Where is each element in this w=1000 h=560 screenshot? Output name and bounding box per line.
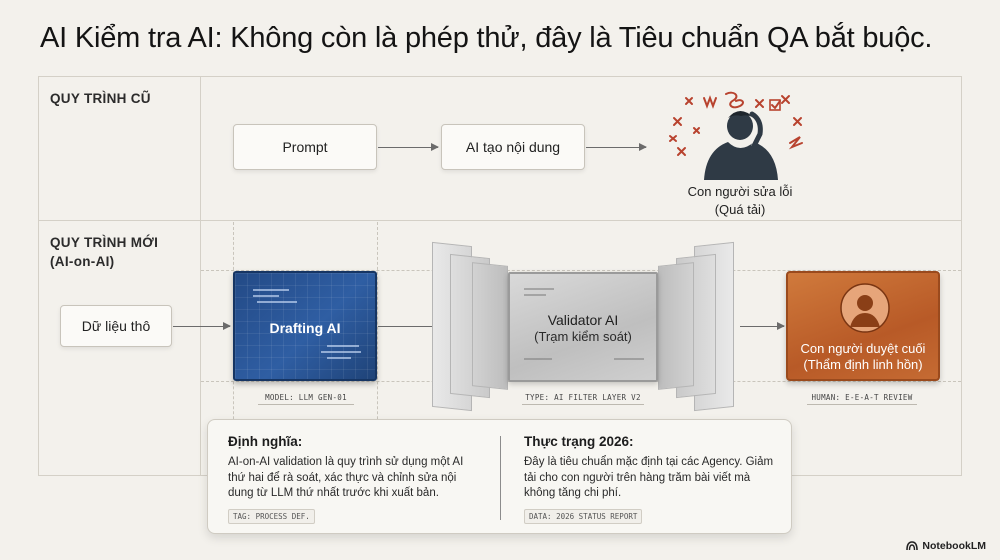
- definition-tag: TAG: PROCESS DEF.: [228, 509, 315, 524]
- human-tag: HUMAN: E-E-A-T REVIEW: [807, 393, 917, 405]
- ai-generate-box: AI tạo nội dung: [441, 124, 585, 170]
- stressed-person-icon: [669, 91, 803, 180]
- drafting-ai-card: Drafting AI: [233, 271, 377, 381]
- flow-arrow: [740, 322, 785, 330]
- validator-ai-sublabel: (Trạm kiểm soát): [534, 329, 632, 344]
- definition-column: Định nghĩa: AI-on-AI validation là quy t…: [228, 434, 483, 502]
- status-column: Thực trạng 2026: Đây là tiêu chuẩn mặc đ…: [524, 434, 779, 502]
- prompt-box: Prompt: [233, 124, 377, 170]
- human-review-sublabel: (Thẩm định linh hồn): [803, 357, 923, 372]
- new-process-label-line2: (AI-on-AI): [50, 254, 115, 269]
- notebooklm-icon: [906, 541, 919, 551]
- drafting-ai-label: Drafting AI: [269, 320, 341, 336]
- person-caption-line2: (Quá tải): [714, 202, 766, 217]
- flow-arrow: [173, 322, 231, 330]
- flow-arrow: [586, 143, 647, 151]
- brand-logo: NotebookLM: [906, 540, 986, 552]
- new-process-label: QUY TRÌNH MỚI (AI-on-AI): [50, 233, 158, 271]
- filter-panel: [658, 262, 694, 390]
- info-divider: [500, 436, 501, 520]
- info-card: Định nghĩa: AI-on-AI validation là quy t…: [207, 419, 792, 534]
- guide-line: [201, 270, 961, 271]
- status-heading: Thực trạng 2026:: [524, 434, 634, 449]
- human-review-card: Con người duyệt cuối (Thẩm định linh hồn…: [786, 271, 940, 381]
- status-tag: DATA: 2026 STATUS REPORT: [524, 509, 643, 524]
- drafting-tag: MODEL: LLM GEN-01: [258, 393, 354, 405]
- status-text: Đây là tiêu chuẩn mặc định tại các Agenc…: [524, 456, 774, 499]
- flow-arrow: [378, 143, 439, 151]
- guide-line: [377, 222, 378, 474]
- raw-data-box: Dữ liệu thô: [60, 305, 172, 347]
- person-caption: Con người sửa lỗi (Quá tải): [660, 183, 820, 219]
- frame-divider: [38, 220, 962, 221]
- definition-text: AI-on-AI validation là quy trình sử dụng…: [228, 456, 464, 499]
- page-title: AI Kiểm tra AI: Không còn là phép thử, đ…: [40, 22, 933, 54]
- human-avatar-icon: [840, 283, 890, 333]
- validator-ai-card: Validator AI (Trạm kiểm soát): [508, 272, 658, 382]
- old-process-label: QUY TRÌNH CŨ: [50, 91, 151, 106]
- validator-ai-label: Validator AI: [547, 312, 619, 328]
- person-caption-line1: Con người sửa lỗi: [687, 184, 793, 199]
- human-review-label: Con người duyệt cuối: [800, 341, 926, 356]
- validator-tag: TYPE: AI FILTER LAYER V2: [522, 393, 644, 405]
- frame-divider: [200, 76, 201, 476]
- definition-heading: Định nghĩa:: [228, 434, 303, 449]
- new-process-label-line1: QUY TRÌNH MỚI: [50, 235, 159, 250]
- brand-name: NotebookLM: [922, 540, 986, 552]
- filter-panel: [472, 262, 508, 390]
